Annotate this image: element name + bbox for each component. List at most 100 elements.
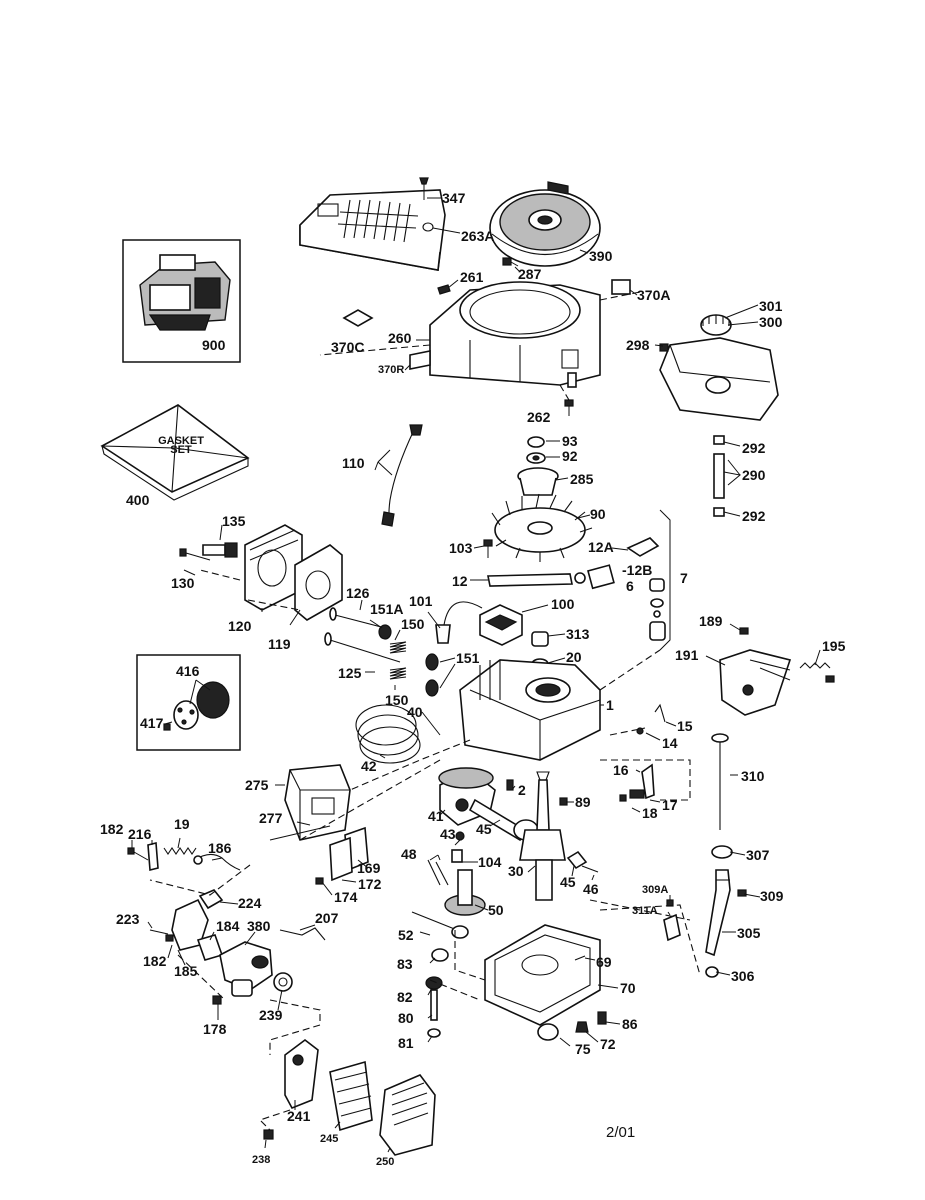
- head-gasket-119: [294, 544, 343, 621]
- screw-262: [564, 399, 574, 416]
- label-275: 275: [245, 777, 269, 793]
- gasket-set-text-line1: GASKET: [158, 435, 204, 447]
- governor-arm-16-17-18: [619, 763, 655, 802]
- bolt-287: [502, 257, 519, 267]
- bolt-130: [179, 548, 211, 561]
- engine-assembly-inset-900: [122, 239, 241, 363]
- label-287: 287: [518, 266, 542, 282]
- label-150-lower: 150: [385, 692, 409, 708]
- label-42: 42: [361, 758, 377, 774]
- label-195: 195: [822, 638, 846, 654]
- cylinder-head-120: [244, 524, 303, 611]
- dipstick-tube-305: [705, 869, 731, 957]
- choke-control-191: [719, 649, 792, 716]
- label-82: 82: [397, 989, 413, 1005]
- valve-spring-150-lower: [389, 667, 407, 680]
- cup-285: [517, 467, 559, 496]
- label-52: 52: [398, 927, 414, 943]
- assembly-lines: [149, 291, 701, 1131]
- seal-14: [636, 727, 644, 735]
- label-309A: 309A: [642, 884, 668, 896]
- crankcase-1: [459, 659, 601, 761]
- label-169: 169: [357, 860, 381, 876]
- label-380: 380: [247, 918, 271, 934]
- decal-370C: [342, 309, 374, 327]
- label-100: 100: [551, 596, 575, 612]
- gasket-set-400: [100, 404, 250, 501]
- label-89: 89: [575, 794, 591, 810]
- label-216: 216: [128, 826, 152, 842]
- spring-195: [799, 662, 835, 683]
- clamp-292-lower: [713, 507, 725, 517]
- screw-309: [737, 889, 747, 897]
- label-110: 110: [342, 455, 365, 471]
- label-262: 262: [527, 409, 551, 425]
- label-41: 41: [428, 808, 444, 824]
- label-298: 298: [626, 337, 650, 353]
- wire-12: [487, 573, 573, 587]
- screw-103: [483, 539, 493, 558]
- label-189: 189: [699, 613, 723, 629]
- label-182-lower: 182: [143, 953, 167, 969]
- air-filter-cover-250: [379, 1074, 436, 1156]
- label-125: 125: [338, 665, 362, 681]
- label-50: 50: [488, 902, 504, 918]
- throttle-rod-207: [279, 927, 326, 941]
- bushing-6: [649, 578, 666, 641]
- ignition-module-100: [479, 604, 523, 646]
- bolt-261: [437, 284, 451, 295]
- label-292-lower: 292: [742, 508, 766, 524]
- label-126: 126: [346, 585, 370, 601]
- label-416: 416: [176, 663, 200, 679]
- blower-housing-260: [429, 281, 601, 388]
- gasket-172: [329, 836, 353, 882]
- label-12A: 12A: [588, 539, 614, 555]
- carburetor-380: [219, 941, 273, 997]
- label-83: 83: [397, 956, 413, 972]
- label-186: 186: [208, 840, 232, 856]
- label-241: 241: [287, 1108, 311, 1124]
- label-1: 1: [606, 697, 614, 713]
- crankshaft-30: [519, 771, 566, 901]
- terminal-12A: [626, 537, 660, 557]
- spark-plug-boot-101: [435, 601, 483, 644]
- gear-83: [431, 948, 449, 962]
- label-150-upper: 150: [401, 616, 425, 632]
- seal-239: [273, 972, 293, 992]
- pin-clip-43: [455, 831, 465, 841]
- label-207: 207: [315, 910, 339, 926]
- label-417: 417: [140, 715, 164, 731]
- screw-174: [315, 877, 324, 885]
- label-370A: 370A: [637, 287, 670, 303]
- screw-347: [419, 177, 429, 200]
- label-313: 313: [566, 626, 590, 642]
- label-290: 290: [742, 467, 766, 483]
- label-72: 72: [600, 1036, 616, 1052]
- label-18: 18: [642, 805, 658, 821]
- label-43: 43: [440, 826, 456, 842]
- label-86: 86: [622, 1016, 638, 1032]
- screw-223: [149, 929, 169, 935]
- sump-70: [484, 924, 601, 1026]
- label-6: 6: [626, 578, 634, 594]
- label-101: 101: [409, 593, 433, 609]
- cam-52: [411, 911, 469, 939]
- spring-19: [163, 847, 197, 855]
- gasket-184: [196, 934, 224, 961]
- label-81: 81: [398, 1035, 414, 1051]
- label-40: 40: [407, 704, 423, 720]
- label-347: 347: [442, 190, 466, 206]
- valve-seal-151A: [378, 624, 392, 640]
- seal-75: [537, 1023, 559, 1041]
- label-178: 178: [203, 1021, 227, 1037]
- bolt-48: [427, 859, 449, 886]
- label-184: 184: [216, 918, 240, 934]
- label-263A: 263A: [461, 228, 494, 244]
- screw-104: [451, 849, 463, 863]
- label-182-upper: 182: [100, 821, 124, 837]
- label-90: 90: [590, 506, 606, 522]
- label-135: 135: [222, 513, 246, 529]
- gasket-set-text-line2: SET: [170, 444, 192, 456]
- label-301: 301: [759, 298, 783, 314]
